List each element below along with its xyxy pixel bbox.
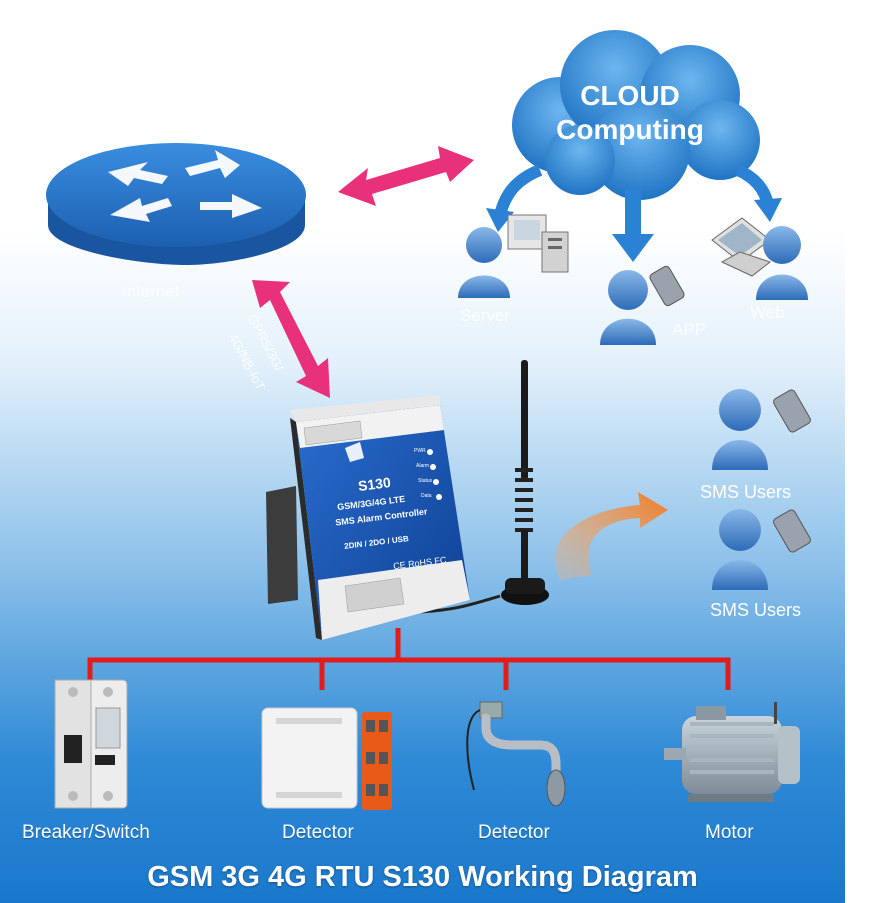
server-icon [507,214,569,273]
sms-users-label-1: SMS Users [700,482,792,502]
cloud-to-web-arrow [735,164,782,222]
phone-icon [773,389,811,433]
float-switch-icon [466,701,566,807]
led-label-alarm: Alarm [416,463,430,469]
person-icon [458,227,510,298]
phone-icon [773,509,811,553]
phone-icon [649,265,685,307]
device-label-breaker: Breaker/Switch [22,822,150,843]
right-margin [845,0,873,903]
io-bus [87,628,731,690]
person-icon [756,226,808,300]
device-label-motor: Motor [705,822,754,843]
web-label: Web [750,303,785,322]
sms-users-label-2: SMS Users [710,600,802,620]
person-icon [712,389,768,470]
laptop-icon [711,217,772,277]
device-label-detector-1: Detector [282,822,354,843]
router-label: Internet [122,282,180,301]
diagram-title: GSM 3G 4G RTU S130 Working Diagram [147,861,698,893]
person-icon [712,509,768,590]
led-label-status: Status [418,478,433,484]
detector-icon [261,707,392,810]
motor-icon [664,702,800,802]
cloud-icon [512,30,760,200]
cloud-to-server-arrow [486,164,543,232]
device-label-detector-2: Detector [478,822,550,843]
controller-device [266,395,470,640]
server-label: Server [460,306,511,325]
sms-arrow [554,492,668,580]
internet-cloud-arrow [338,146,474,206]
app-label: APP [672,320,707,339]
antenna-icon [419,360,549,614]
person-icon [600,270,656,345]
led-label-data: Data [421,493,432,499]
cloud-line2: Computing [556,114,704,145]
led-label-pwr: PWR [414,448,426,454]
breaker-icon [54,679,128,809]
router-icon [46,143,306,265]
cloud-line1: CLOUD [580,80,680,111]
cloud-to-app-arrow [612,188,654,262]
internet-controller-arrow [252,280,330,398]
